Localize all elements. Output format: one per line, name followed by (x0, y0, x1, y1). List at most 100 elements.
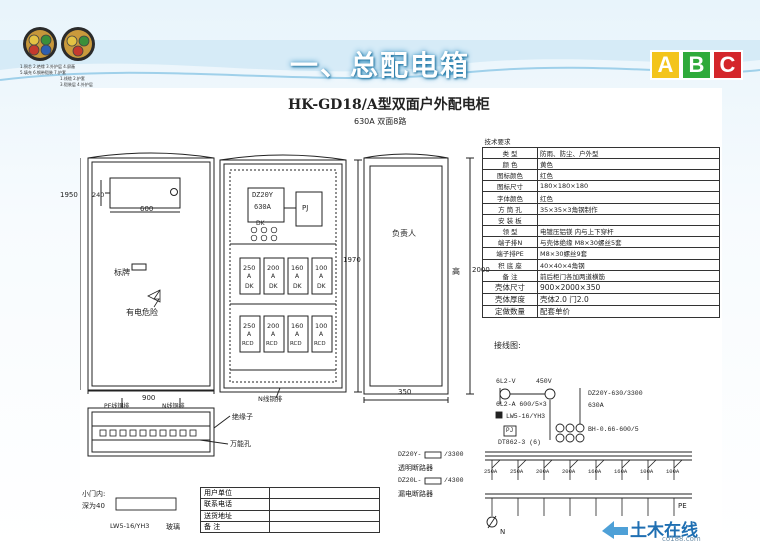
row2-rating-1: 250 (243, 322, 256, 330)
spec-header: 技术要求 (484, 138, 511, 147)
row2-amp-3: A (295, 331, 300, 338)
logo-caption: 3.铠装层 4.外护层 (60, 82, 93, 87)
spec-value: 前后柜门各加两道横筋 (537, 269, 720, 282)
spec-value: 防雨、防尘、户外型 (537, 146, 720, 159)
wiring-main-amp: 630A (588, 402, 604, 409)
legend1-name: 透明断路器 (398, 464, 433, 472)
wiring-main-switch: DZ20Y-630/3300 (588, 390, 643, 397)
watermark-url: co188.com (662, 535, 701, 543)
row2-label-4: RCD (314, 341, 326, 347)
holes-label: 万能孔 (230, 440, 251, 448)
branch-rating-4: 200A (562, 468, 576, 475)
spec-value: 与壳体绝缘 M8×30螺丝5套 (537, 236, 720, 249)
row1-rating-3: 160 (291, 264, 304, 272)
spec-key: 图标尺寸 (482, 180, 538, 193)
watermark-text: 土木在线 (630, 520, 698, 541)
branch-rating-3: 200A (536, 468, 550, 475)
row1-amp-3: A (295, 273, 300, 280)
spec-key: 方 筒 孔 (482, 202, 538, 215)
front-inner-width-label: 600 (140, 205, 154, 213)
side-height-word: 高 (452, 267, 460, 276)
abc-letter-b: B (681, 50, 712, 80)
spec-key: 壳体厚度 (482, 292, 538, 306)
row2-amp-2: A (271, 331, 276, 338)
spec-value (537, 213, 720, 227)
logo-caption: 1.线缆 2.护套 (60, 76, 85, 81)
spec-value: 红色 (537, 169, 720, 182)
spec-key: 领 型 (482, 224, 538, 238)
spec-key: 端子排PE (482, 247, 538, 260)
row1-rating-1: 250 (243, 264, 256, 272)
spec-value: 红色 (537, 191, 720, 204)
row1-label-4: DK (317, 283, 326, 290)
user-key: 送货地址 (200, 509, 270, 522)
side-height-label: 2000 (472, 266, 490, 274)
warning-label: 有电危险 (126, 308, 158, 317)
spec-key: 壳体尺寸 (482, 280, 538, 294)
row2-label-2: RCD (266, 341, 278, 347)
row2-rating-3: 160 (291, 322, 304, 330)
branch-rating-6: 160A (614, 468, 628, 475)
cable-cross-section-icon (61, 27, 95, 61)
depth-label: 深为40 (82, 502, 105, 510)
spec-key: 积 底 座 (482, 258, 538, 271)
logo-caption: 5.填充 6.钢带铠装 7.护套 (20, 70, 66, 75)
spec-key: 类 型 (482, 146, 538, 159)
legend1-suffix: /3300 (444, 451, 464, 458)
spec-value: 180×180×180 (537, 180, 720, 193)
wiring-title: 接线图: (494, 341, 521, 350)
cable-cross-section-icon (23, 27, 57, 61)
side-width-label: 350 (398, 388, 412, 396)
wiring-bh: BH-0.66-600/5 (588, 426, 639, 433)
user-info-table: 用户单位 联系电话 送货地址 备 注 (200, 486, 380, 534)
spec-key: 安 装 板 (482, 213, 538, 227)
front-width-label: 900 (142, 394, 156, 402)
spec-value: 配套单价 (537, 304, 720, 318)
wiring-dt: DT862-3 (6) (498, 439, 541, 446)
front-inner-height-label: 240 (92, 191, 105, 199)
row2-label-3: RCD (290, 341, 302, 347)
abc-badge: A B C (650, 50, 743, 80)
branch-rating-7: 100A (640, 468, 654, 475)
pe-label: PE (678, 502, 687, 510)
row2-amp-4: A (319, 331, 324, 338)
small-door-label: 小门内: (82, 490, 106, 498)
spec-key: 图标颜色 (482, 169, 538, 182)
spec-value: 电镀压铝镁 内与上下穿杆 (537, 224, 720, 238)
cabinet-drawing (80, 152, 692, 529)
branch-rating-8: 100A (666, 468, 680, 475)
spec-key: 颜 色 (482, 157, 538, 171)
person-label: 负责人 (392, 229, 416, 238)
row1-amp-1: A (247, 273, 252, 280)
watermark-logo-icon (602, 521, 628, 539)
row1-amp-2: A (271, 273, 276, 280)
row1-amp-4: A (319, 273, 324, 280)
lw5-label: LW5-16/YH3 (110, 522, 150, 530)
front-height-label: 1950 (60, 191, 78, 199)
user-value (269, 486, 380, 500)
abc-letter-c: C (712, 50, 743, 80)
branch-rating-1: 250A (484, 468, 498, 475)
nameplate-label: 标牌 (114, 268, 130, 277)
inner-n-bar-label: N线铜排 (258, 395, 283, 403)
legend2-name: 漏电断路器 (398, 490, 433, 498)
spec-key: 定做数量 (482, 304, 538, 318)
spec-value: 黄色 (537, 157, 720, 171)
drawing-subtitle: 630A 双面8路 (354, 117, 407, 126)
user-key: 用户单位 (200, 486, 270, 500)
main-rating-label: 630A (254, 204, 271, 212)
user-key: 备 注 (200, 520, 270, 534)
row1-label-2: DK (269, 283, 278, 290)
row2-amp-1: A (247, 331, 252, 338)
wiring-pj: PJ (506, 427, 514, 434)
row1-label-1: DK (245, 283, 254, 290)
n-bar-label: N线铜排 (162, 403, 185, 410)
abc-letter-a: A (650, 50, 681, 80)
row2-rating-4: 100 (315, 322, 328, 330)
row2-rating-2: 200 (267, 322, 280, 330)
main-switch-label: DZ20Y (252, 192, 274, 200)
legend2-code: DZ20L- (398, 477, 422, 484)
spec-key: 字体颜色 (482, 191, 538, 204)
row2-label-1: RCD (242, 341, 254, 347)
user-value (269, 498, 380, 511)
